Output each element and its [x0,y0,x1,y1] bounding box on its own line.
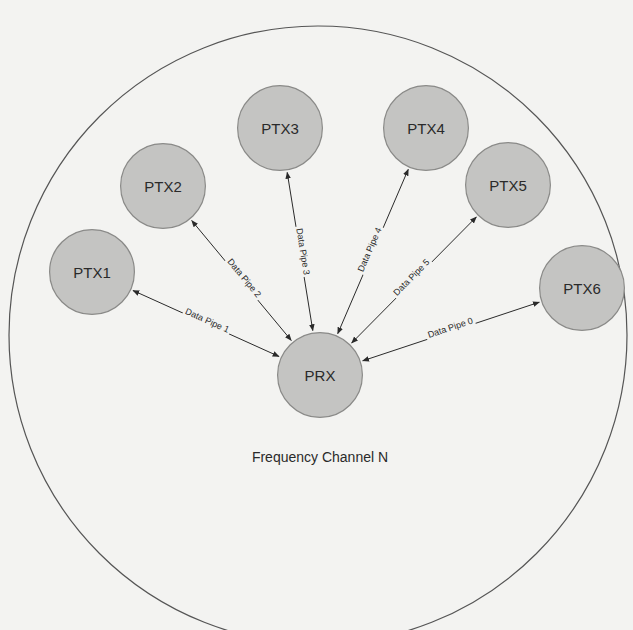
device-label: PTX3 [261,120,299,137]
pipe-label: Data Pipe 5 [390,256,434,300]
device-label: PTX6 [563,280,601,297]
channel-label: Frequency Channel N [252,449,388,465]
edge-label-holder: Data Pipe 5 [386,252,430,296]
device-circle: PTX6 [539,245,625,331]
device-circle: PTX3 [237,85,323,171]
device-circle: PTX1 [49,229,135,315]
pipe-label: Data Pipe 2 [223,255,264,301]
device-circle: PTX5 [465,142,551,228]
data-pipe-arrow [133,291,279,357]
edge-label-holder: Data Pipe 0 [422,310,474,337]
device-label: PTX1 [73,264,111,281]
data-pipe-arrow [338,169,409,333]
device-label: PTX4 [407,120,445,137]
channel-circle: Frequency Channel N PTX1 PTX2 PTX3 PTX4PTX5P… [8,25,628,630]
edge-label-holder: Data Pipe 4 [350,222,380,273]
edge-label-holder: Data Pipe 1 [184,300,235,331]
device-label: PRX [305,367,336,384]
pipe-label: Data Pipe 0 [424,315,476,342]
pipe-label: Data Pipe 4 [355,225,385,276]
data-pipe-arrow [352,217,477,343]
device-circle: PTX4 [383,85,469,171]
pipe-label: Data Pipe 1 [182,305,233,336]
edge-label-holder: Data Pipe 2 [228,252,269,298]
edge-label-holder: Data Pipe 3 [299,224,318,276]
device-circle: PRX [277,332,363,418]
device-circle: PTX2 [120,143,206,229]
data-pipe-arrow [287,172,313,330]
pipe-label: Data Pipe 3 [293,225,312,277]
device-label: PTX2 [144,178,182,195]
data-pipe-arrow [192,221,291,341]
data-pipe-arrow [363,302,540,361]
device-label: PTX5 [489,177,527,194]
